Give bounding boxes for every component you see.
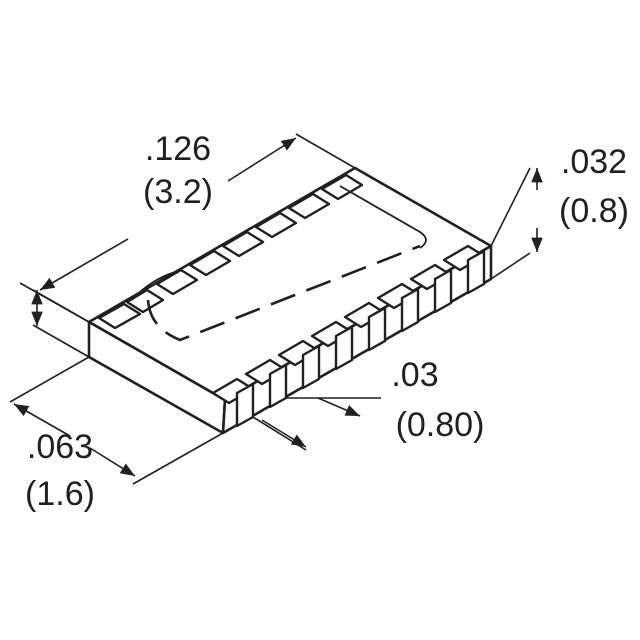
pitch-inch-label: .03 bbox=[391, 356, 438, 394]
terminal-side-strip bbox=[301, 344, 321, 390]
width-dimension: .063 (1.6) bbox=[9, 289, 224, 513]
terminal-pad bbox=[155, 268, 199, 296]
width-inch-label: .063 bbox=[27, 428, 93, 466]
height-mm-label: (0.8) bbox=[559, 192, 629, 230]
element-hidden-edge bbox=[146, 244, 421, 342]
back-terminals bbox=[97, 173, 364, 330]
height-dimension: .032 (0.8) bbox=[490, 143, 629, 280]
pitch-dimension: .03 (0.80) bbox=[252, 356, 485, 451]
terminal-side-strip bbox=[268, 363, 288, 409]
front-terminals bbox=[211, 244, 486, 428]
terminal-pad bbox=[254, 211, 298, 239]
terminal-pad bbox=[188, 249, 232, 277]
terminal-side-strip bbox=[466, 249, 486, 295]
pitch-mm-label: (0.80) bbox=[396, 406, 485, 444]
length-inch-label: .126 bbox=[145, 130, 211, 168]
length-dimension: .126 (3.2) bbox=[19, 130, 356, 323]
terminal-pad bbox=[97, 302, 142, 330]
terminal-side-strip bbox=[367, 306, 387, 352]
element-outline-back bbox=[131, 181, 331, 301]
terminal-side-strip bbox=[433, 268, 453, 314]
terminal-side-strip bbox=[334, 325, 354, 371]
element-outline bbox=[339, 185, 427, 249]
terminal-pad bbox=[221, 230, 265, 258]
terminal-pad bbox=[125, 288, 165, 314]
terminal-side-strip bbox=[400, 287, 420, 333]
width-mm-label: (1.6) bbox=[25, 475, 95, 513]
terminal-side-strip bbox=[235, 382, 255, 428]
height-inch-label: .032 bbox=[561, 143, 627, 181]
terminal-pad bbox=[287, 192, 331, 220]
length-mm-label: (3.2) bbox=[143, 173, 213, 211]
